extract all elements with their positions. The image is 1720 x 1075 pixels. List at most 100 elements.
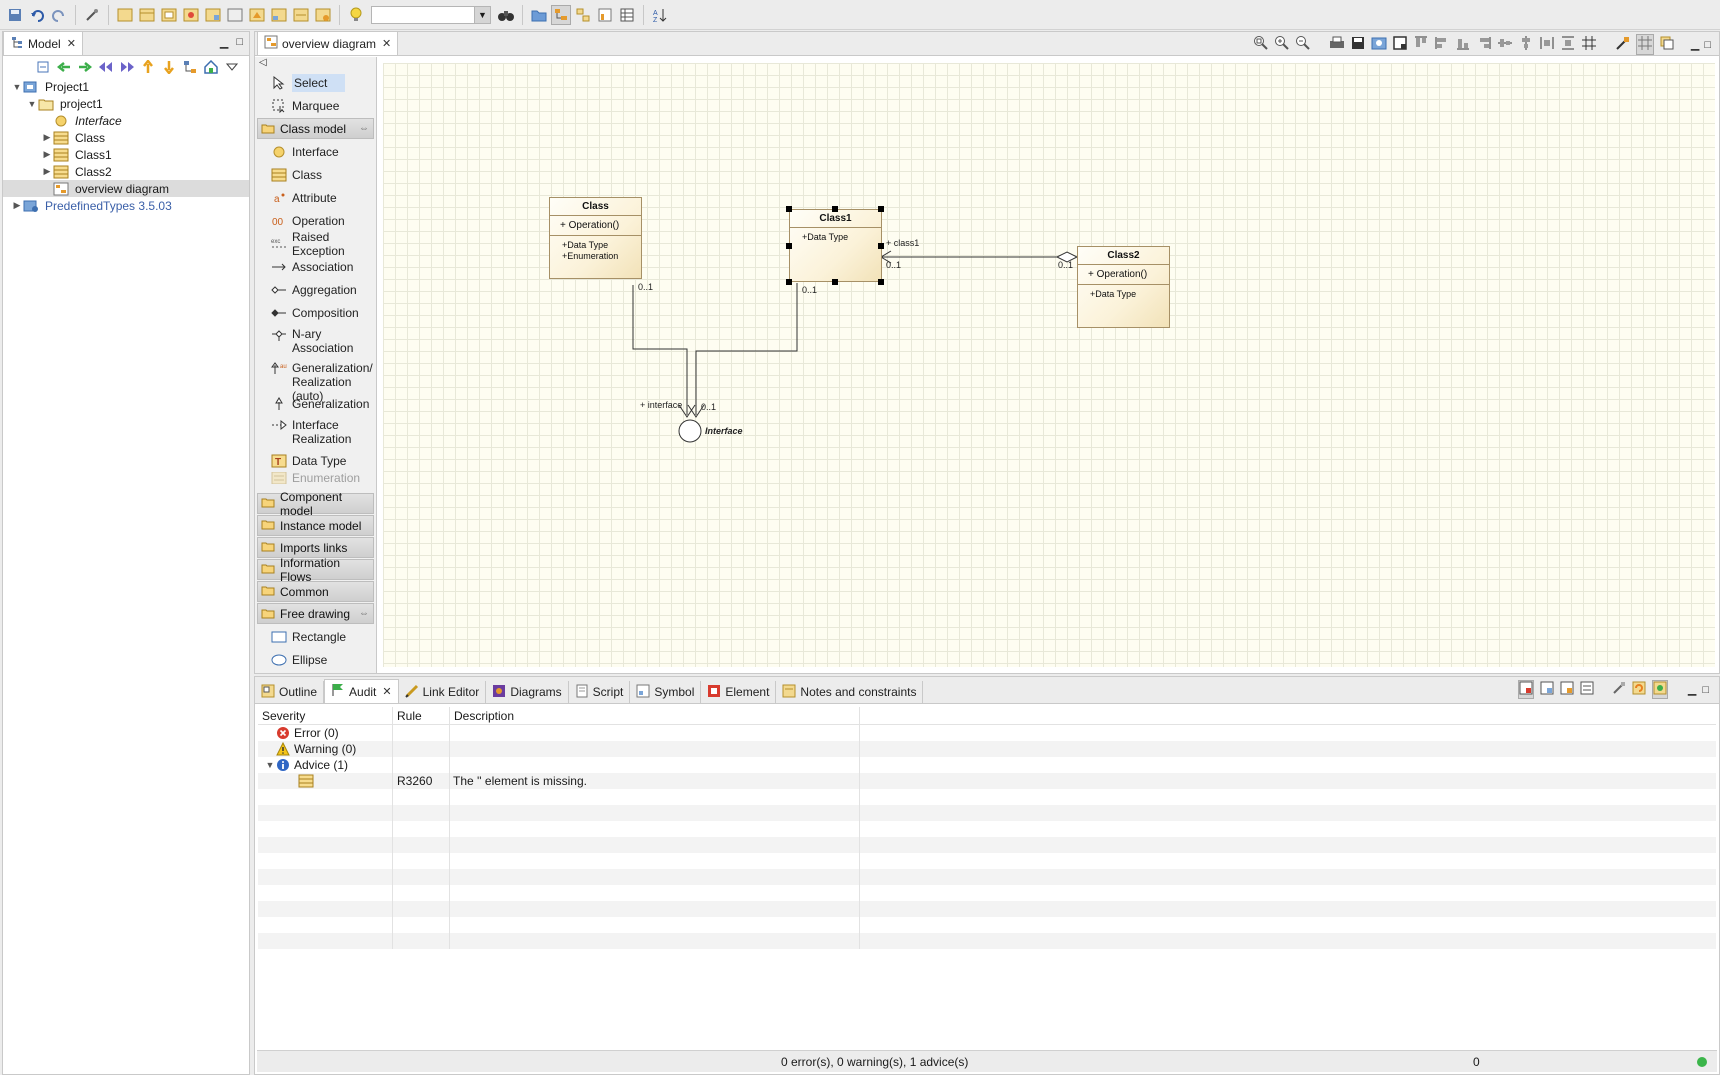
realization-link-class[interactable] bbox=[632, 285, 688, 415]
binoculars-icon[interactable] bbox=[496, 5, 516, 25]
tab-script[interactable]: Script bbox=[569, 681, 631, 703]
expanded-icon[interactable]: ▼ bbox=[12, 81, 22, 92]
wizard-5-icon[interactable] bbox=[203, 5, 223, 25]
close-icon[interactable]: ✕ bbox=[382, 686, 392, 698]
audit-settings-icon[interactable] bbox=[1651, 680, 1668, 699]
search-combo[interactable]: ▼ bbox=[371, 5, 491, 24]
drawer-item[interactable]: Instance model bbox=[257, 515, 374, 536]
table-row[interactable]: Warning (0) bbox=[258, 741, 1716, 757]
nav-prev-icon[interactable] bbox=[97, 59, 115, 75]
align-center-v-icon[interactable] bbox=[1497, 35, 1513, 54]
palette-item[interactable]: Generalization bbox=[255, 392, 376, 415]
drawer-free-drawing[interactable]: Free drawing ⇔ bbox=[257, 603, 374, 624]
print-icon[interactable] bbox=[1329, 35, 1345, 54]
expanded-icon[interactable]: ▼ bbox=[27, 98, 37, 109]
palette-item[interactable]: Rectangle bbox=[255, 625, 376, 648]
maximize-icon[interactable]: □ bbox=[236, 36, 243, 48]
selection-handle[interactable] bbox=[786, 206, 792, 212]
column-description[interactable]: Description bbox=[450, 707, 860, 724]
up-arrow-icon[interactable] bbox=[139, 59, 157, 75]
selection-handle[interactable] bbox=[786, 279, 792, 285]
back-arrow-icon[interactable] bbox=[55, 59, 73, 75]
filter-advice-icon[interactable] bbox=[1560, 681, 1574, 698]
export-icon[interactable] bbox=[1371, 35, 1387, 54]
view-tree-icon[interactable] bbox=[551, 4, 571, 25]
selection-handle[interactable] bbox=[878, 243, 884, 249]
palette-item[interactable]: Association bbox=[255, 255, 376, 278]
filter-warning-icon[interactable] bbox=[1540, 681, 1554, 698]
wizard-6-icon[interactable] bbox=[225, 5, 245, 25]
distribute-h-icon[interactable] bbox=[1539, 35, 1555, 54]
tab-symbol[interactable]: Symbol bbox=[630, 681, 702, 703]
expanded-icon[interactable]: ▼ bbox=[265, 760, 275, 770]
minimize-icon[interactable]: ▁ bbox=[1690, 39, 1700, 51]
class-node-class1[interactable]: Class1 +Data Type bbox=[789, 209, 882, 282]
drawer-item[interactable]: Component model bbox=[257, 490, 374, 518]
collapse-all-icon[interactable] bbox=[34, 59, 52, 75]
wizard-3-icon[interactable] bbox=[159, 5, 179, 25]
down-arrow-icon[interactable] bbox=[160, 59, 178, 75]
wizard-2-icon[interactable] bbox=[137, 5, 157, 25]
pin-icon[interactable]: ⇔ bbox=[359, 123, 369, 134]
pin-icon[interactable]: ⇔ bbox=[359, 608, 369, 619]
save-image-icon[interactable] bbox=[1350, 35, 1366, 54]
palette-item[interactable]: Aggregation bbox=[255, 278, 376, 301]
wizard-8-icon[interactable] bbox=[269, 5, 289, 25]
view-menu-icon[interactable] bbox=[223, 59, 241, 75]
class-node-class[interactable]: Class + Operation() +Data Type +Enumerat… bbox=[549, 197, 642, 279]
collapsed-icon[interactable]: ▶ bbox=[43, 149, 51, 159]
tools-icon[interactable] bbox=[82, 5, 102, 25]
filter-all-icon[interactable] bbox=[1580, 681, 1594, 698]
lightbulb-icon[interactable] bbox=[346, 5, 366, 25]
format-painter-icon[interactable] bbox=[1615, 35, 1631, 54]
align-center-h-icon[interactable] bbox=[1518, 35, 1534, 54]
view-diagram-icon[interactable] bbox=[573, 5, 593, 25]
tree-item[interactable]: Interface bbox=[3, 112, 249, 129]
forward-arrow-icon[interactable] bbox=[76, 59, 94, 75]
tab-notes-and-constraints[interactable]: Notes and constraints bbox=[776, 681, 924, 703]
view-properties-icon[interactable] bbox=[595, 5, 615, 25]
selection-handle[interactable] bbox=[878, 206, 884, 212]
filter-error-icon[interactable] bbox=[1517, 680, 1534, 699]
palette-item[interactable]: Ellipse bbox=[255, 648, 376, 671]
maximize-icon[interactable]: □ bbox=[1704, 38, 1711, 51]
tab-model[interactable]: Model ✕ bbox=[3, 31, 83, 55]
tree-item[interactable]: overview diagram bbox=[3, 180, 249, 197]
wizard-4-icon[interactable] bbox=[181, 5, 201, 25]
refresh-audit-icon[interactable] bbox=[1632, 681, 1646, 698]
hierarchy-icon[interactable] bbox=[181, 59, 199, 75]
clear-icon[interactable] bbox=[1612, 681, 1626, 698]
palette-item[interactable]: Interface bbox=[255, 140, 376, 163]
selection-handle[interactable] bbox=[878, 279, 884, 285]
zoom-fit-icon[interactable] bbox=[1253, 35, 1269, 54]
align-right-icon[interactable] bbox=[1476, 35, 1492, 54]
interface-lollipop-icon[interactable] bbox=[678, 419, 702, 443]
save-icon[interactable] bbox=[5, 5, 25, 25]
redo-icon[interactable] bbox=[49, 5, 69, 25]
column-severity[interactable]: Severity bbox=[258, 707, 393, 724]
realization-link-class1[interactable] bbox=[695, 283, 798, 415]
view-table-icon[interactable] bbox=[617, 5, 637, 25]
palette-collapse-icon[interactable]: ◁ bbox=[259, 57, 267, 68]
wizard-9-icon[interactable] bbox=[291, 5, 311, 25]
collapsed-icon[interactable]: ▶ bbox=[43, 132, 51, 142]
drawer-item[interactable]: Information Flows bbox=[257, 556, 374, 584]
maximize-icon[interactable]: □ bbox=[1702, 683, 1709, 696]
tab-audit[interactable]: Audit✕ bbox=[324, 679, 399, 703]
align-left-icon[interactable] bbox=[1434, 35, 1450, 54]
tab-link-editor[interactable]: Link Editor bbox=[399, 681, 487, 703]
wizard-1-icon[interactable] bbox=[115, 5, 135, 25]
tree-item[interactable]: ▶PredefinedTypes 3.5.03 bbox=[3, 197, 249, 214]
collapsed-icon[interactable]: ▶ bbox=[43, 166, 51, 176]
collapsed-icon[interactable]: ▶ bbox=[13, 200, 21, 210]
table-row[interactable]: Error (0) bbox=[258, 725, 1716, 741]
tab-overview-diagram[interactable]: overview diagram ✕ bbox=[257, 31, 399, 55]
wizard-7-icon[interactable] bbox=[247, 5, 267, 25]
tree-item[interactable]: ▶Class bbox=[3, 129, 249, 146]
